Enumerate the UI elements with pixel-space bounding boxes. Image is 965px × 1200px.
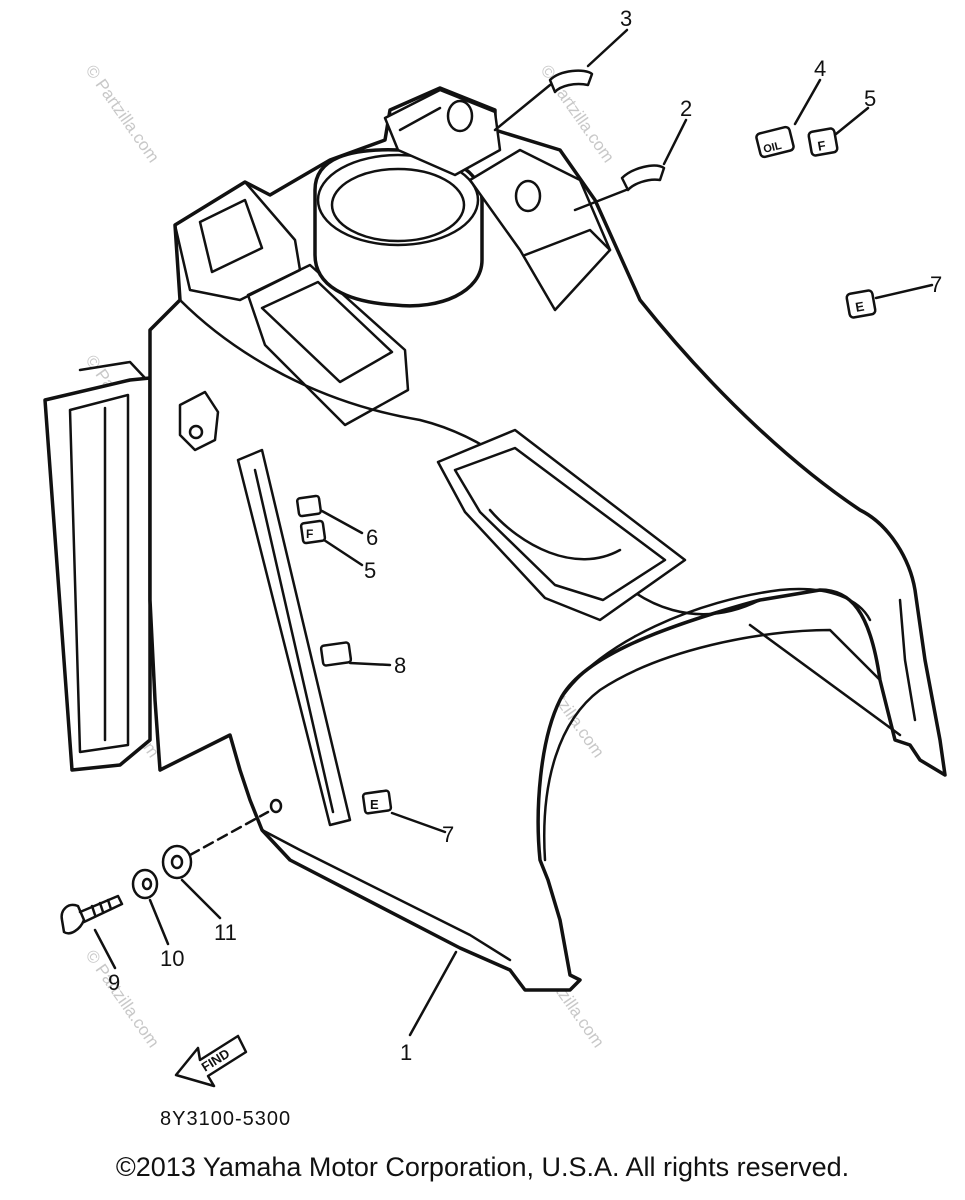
callout-8: 8 [394, 653, 406, 678]
callout-1: 1 [400, 1040, 412, 1065]
diagram-part-code: 8Y3100-5300 [160, 1108, 292, 1130]
find-arrow: FIND [174, 1034, 248, 1088]
fuel-decal-label: F [816, 138, 826, 154]
copyright-notice: ©2013 Yamaha Motor Corporation, U.S.A. A… [115, 1152, 850, 1182]
engine-decal-label: E [854, 299, 865, 315]
callout-9: 9 [108, 970, 120, 995]
oil-decal-label: OIL [762, 140, 783, 156]
loose-parts: OIL F E [548, 69, 877, 319]
callout-4: 4 [814, 56, 826, 81]
fuel-decal-label: F [306, 527, 313, 541]
side-panel [43, 360, 152, 772]
callout-6: 6 [366, 525, 378, 550]
callout-numbers: 3 2 4 5 7 6 5 8 7 1 9 10 11 [108, 6, 942, 1065]
callout-5: 5 [864, 86, 876, 111]
hardware [60, 810, 270, 935]
callout-7: 7 [442, 822, 454, 847]
callout-11: 11 [214, 920, 237, 945]
watermark: © Partzilla.com [82, 61, 163, 166]
front-fender-cover [148, 86, 947, 992]
watermark: © Partzilla.com [82, 946, 163, 1051]
callout-7: 7 [930, 272, 942, 297]
callout-10: 10 [160, 946, 184, 971]
leader-lines [93, 28, 934, 1037]
engine-decal-label: E [370, 797, 379, 812]
callout-2: 2 [680, 96, 692, 121]
callout-5: 5 [364, 558, 376, 583]
body-decals: F E [295, 494, 393, 815]
callout-3: 3 [620, 6, 632, 31]
